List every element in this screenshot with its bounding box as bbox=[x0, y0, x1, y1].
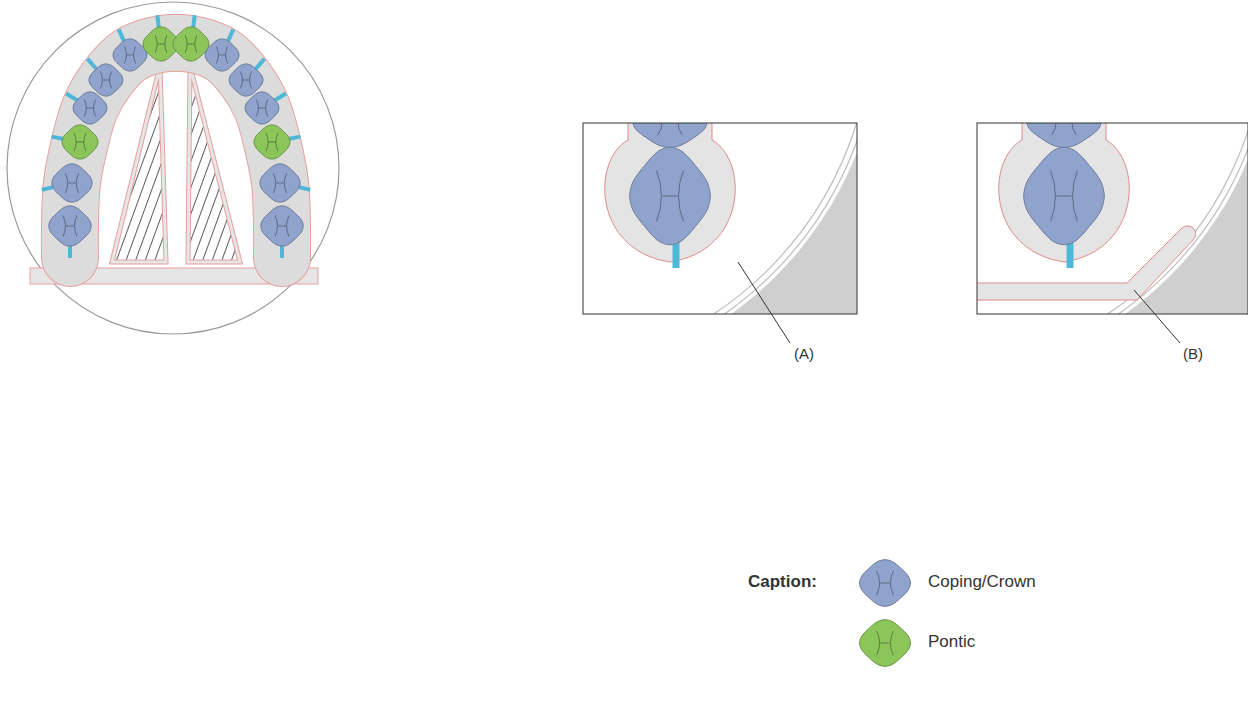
tooth bbox=[1027, 123, 1101, 147]
legend-icons bbox=[860, 560, 911, 667]
fissure bbox=[240, 72, 251, 89]
nesting-disc bbox=[7, 2, 339, 334]
tooth bbox=[173, 27, 209, 61]
inset-frame bbox=[977, 123, 1248, 314]
tooth bbox=[260, 164, 300, 202]
tooth bbox=[205, 39, 239, 71]
fissure bbox=[877, 571, 894, 595]
connector-sprue bbox=[255, 59, 264, 70]
fissure bbox=[216, 47, 227, 64]
connector-sprue bbox=[274, 94, 286, 101]
tooth bbox=[633, 123, 707, 147]
tooth bbox=[860, 620, 911, 667]
fissure bbox=[266, 133, 278, 151]
arch-outline bbox=[70, 43, 282, 258]
fissure bbox=[275, 216, 289, 237]
legend-swatch bbox=[860, 620, 911, 667]
fissure bbox=[877, 631, 894, 655]
leader-line bbox=[738, 262, 790, 343]
legend-text: Pontic bbox=[928, 632, 975, 652]
tooth bbox=[73, 92, 107, 124]
fissure bbox=[65, 173, 78, 193]
tooth bbox=[113, 39, 147, 71]
detail-inset bbox=[583, 123, 857, 314]
fissure bbox=[84, 100, 95, 117]
connector-sprue bbox=[66, 94, 78, 101]
legend-heading: Caption: bbox=[748, 572, 817, 592]
fissure bbox=[1052, 123, 1077, 135]
fissure bbox=[63, 216, 77, 237]
fissure bbox=[256, 100, 267, 117]
tooth bbox=[229, 64, 263, 96]
tooth bbox=[89, 64, 123, 96]
arch-band bbox=[70, 43, 282, 258]
tooth bbox=[52, 164, 92, 202]
tooth bbox=[62, 125, 98, 159]
fissure bbox=[124, 47, 135, 64]
tooth bbox=[245, 92, 279, 124]
tooth bbox=[261, 206, 303, 246]
fissure bbox=[155, 35, 167, 53]
fissure bbox=[273, 173, 286, 193]
tooth bbox=[860, 560, 911, 607]
connector-sprue bbox=[228, 29, 234, 42]
callout-label: (B) bbox=[1183, 345, 1203, 362]
legend-text: Coping/Crown bbox=[928, 572, 1036, 592]
blank-disc bbox=[7, 2, 339, 334]
detail-inset bbox=[977, 123, 1248, 314]
inset-frame bbox=[583, 123, 857, 314]
disc-edge bbox=[583, 123, 857, 314]
fissure bbox=[74, 133, 86, 151]
tooth bbox=[49, 206, 91, 246]
callout-label: (A) bbox=[794, 345, 814, 362]
support-bar bbox=[977, 226, 1196, 300]
connector-sprue bbox=[88, 59, 97, 70]
fissure bbox=[657, 171, 684, 222]
tooth bbox=[1024, 147, 1105, 245]
legend-swatch bbox=[860, 560, 911, 607]
tooth bbox=[630, 147, 711, 245]
disc-edge bbox=[977, 123, 1248, 314]
fissure bbox=[1051, 171, 1078, 222]
leader-line bbox=[1134, 290, 1180, 343]
fissure bbox=[658, 123, 683, 135]
tooth bbox=[254, 125, 290, 159]
fissure bbox=[100, 72, 111, 89]
connector-sprue bbox=[119, 29, 125, 42]
fissure bbox=[185, 35, 197, 53]
